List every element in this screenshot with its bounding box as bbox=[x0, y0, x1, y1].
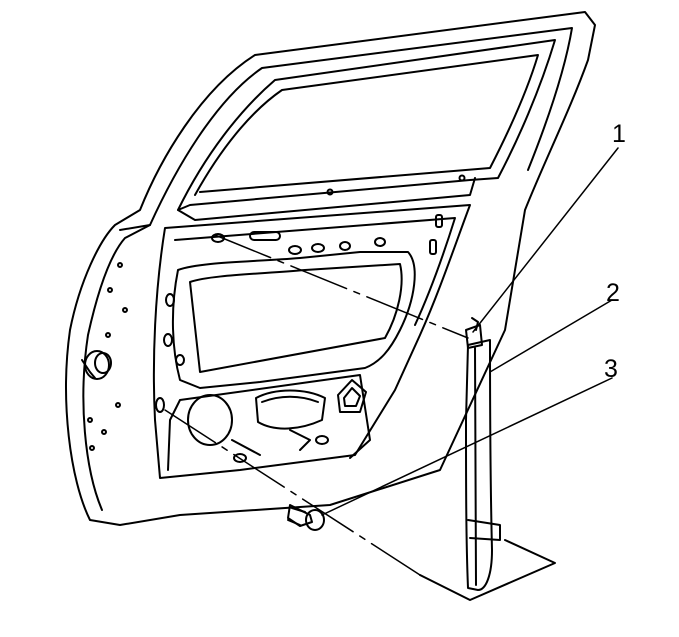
callout-2-label: 2 bbox=[606, 279, 620, 307]
callout-3-label: 3 bbox=[604, 355, 618, 383]
window-opening bbox=[177, 39, 556, 221]
rear-window-channel bbox=[465, 317, 501, 591]
door-shell bbox=[65, 11, 596, 526]
mounting-plane bbox=[419, 539, 556, 601]
leader-lines bbox=[164, 147, 619, 576]
door-latch bbox=[81, 262, 128, 451]
inner-panel bbox=[152, 204, 471, 479]
callout-1-label: 1 bbox=[612, 120, 626, 148]
bolt bbox=[287, 504, 325, 531]
